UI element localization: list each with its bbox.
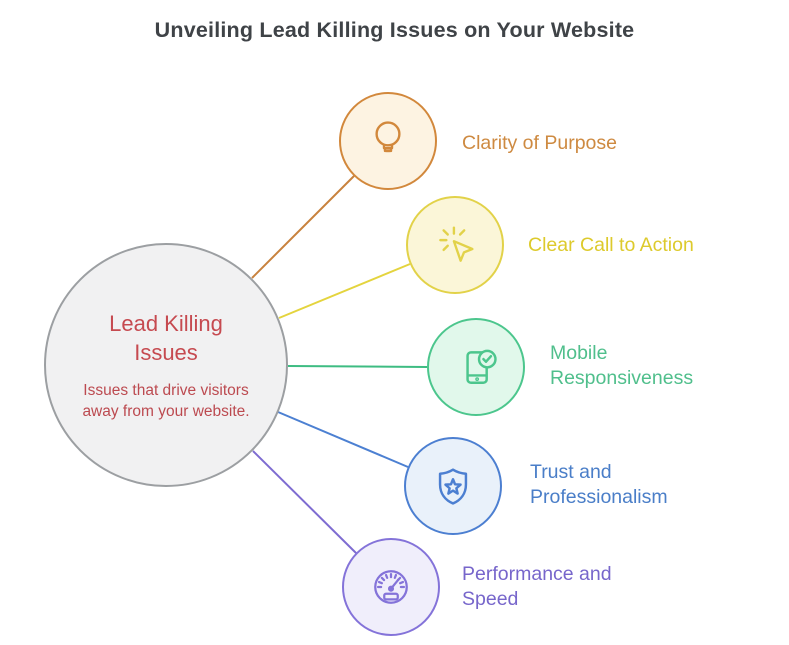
speedometer-icon	[374, 570, 408, 604]
connector-line-trust	[277, 411, 409, 468]
node-label-clear-call-to-action: Clear Call to Action	[528, 234, 694, 256]
mobile-check-icon	[466, 349, 497, 384]
node-label-mobile-responsiveness: Mobile Responsiveness	[550, 342, 694, 389]
node-label-trust-and-professionalism: Trust and Professionalism	[530, 461, 668, 508]
node-circle-clarity-of-purpose	[339, 92, 437, 190]
central-node-title: Lead Killing Issues	[109, 310, 223, 365]
connector-line-mobile	[287, 365, 428, 368]
node-circle-mobile-responsiveness	[427, 318, 525, 416]
node-circle-performance-and-speed	[342, 538, 440, 636]
central-node-description: Issues that drive visitors away from you…	[82, 381, 250, 420]
connector-line-clarity	[251, 175, 355, 279]
node-circle-clear-call-to-action	[406, 196, 504, 294]
node-label-performance-and-speed: Performance and Speed	[462, 563, 612, 610]
cursor-click-icon	[439, 226, 474, 262]
shield-star-icon	[438, 468, 468, 505]
connector-line-cta	[278, 263, 411, 319]
node-circle-trust-and-professionalism	[404, 437, 502, 535]
central-node: Lead Killing Issues Issues that drive vi…	[44, 243, 288, 487]
node-label-clarity-of-purpose: Clarity of Purpose	[462, 132, 617, 154]
page-title: Unveiling Lead Killing Issues on Your We…	[154, 18, 635, 42]
connector-line-performance	[252, 450, 357, 554]
lightbulb-icon	[375, 121, 401, 153]
